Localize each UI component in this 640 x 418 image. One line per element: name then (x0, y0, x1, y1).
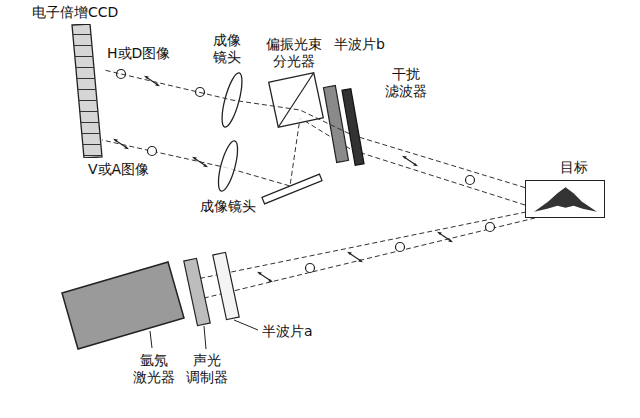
node-heading: 目标 (560, 159, 588, 176)
laser-beam (192, 212, 526, 280)
part-label-text: H或D图像 (107, 45, 170, 61)
ccd-body (72, 24, 102, 158)
part-label: 氩氖 激光器 (131, 352, 177, 386)
part-label-text: 干扰 滤波器 (385, 66, 427, 99)
part-label: H或D图像 (107, 45, 170, 62)
part-label-text: 成像 镜头 (213, 32, 241, 65)
leader-line (234, 320, 258, 330)
polarization-symbol (347, 252, 363, 263)
part-label: V或A图像 (88, 161, 149, 178)
target-silhouette (534, 187, 597, 212)
splitter-cube (269, 73, 324, 128)
part-label-text: 半波片b (334, 36, 385, 52)
modulator-plate (184, 258, 210, 325)
part-label-text: 声光 调制器 (186, 352, 228, 385)
part-label: 声光 调制器 (184, 352, 230, 386)
part-label-text: 成像镜头 (200, 198, 256, 214)
polarization-symbol (402, 156, 418, 167)
beam-splitter (269, 73, 324, 128)
polarization-symbol (148, 147, 157, 156)
part-label: 半波片a (262, 323, 313, 340)
mirror (262, 174, 322, 204)
node-heading: 电子倍增CCD (32, 4, 118, 21)
ccd-sensor: 电子倍增CCD (62, 24, 104, 158)
return-beam (102, 118, 525, 205)
part-label: 成像镜头 (200, 198, 256, 215)
target-box: 目标 (525, 180, 605, 218)
imaging-lens (215, 139, 242, 193)
laser-body (62, 262, 184, 349)
splitter-diagonal (269, 73, 324, 128)
node-label: 电子倍增CCD (32, 4, 118, 20)
polarization-symbol (437, 232, 453, 243)
polarization-symbol (257, 272, 273, 283)
polarization-symbol (144, 76, 160, 87)
polarization-symbol (306, 264, 315, 273)
beam-connector (104, 70, 525, 188)
polarization-symbol (192, 157, 208, 168)
polarization-symbol (466, 176, 475, 185)
ccd-bar (62, 24, 104, 158)
polarization-symbol (113, 139, 129, 150)
part-label: 半波片b (334, 36, 385, 53)
part-label-text: 偏振光束 分光器 (266, 36, 322, 69)
half-wave-plate (213, 252, 239, 319)
target-shape (526, 181, 604, 217)
part-label-text: V或A图像 (88, 161, 149, 177)
part-label-text: 氩氖 激光器 (133, 352, 175, 385)
node-label: 目标 (560, 159, 588, 175)
ccd-pixels (72, 24, 102, 158)
polarization-symbol (486, 223, 495, 232)
part-label-text: 半波片a (262, 323, 313, 339)
interference-filter (342, 89, 364, 165)
leader-line (150, 331, 152, 348)
laser-beam (196, 218, 535, 300)
part-label: 成像 镜头 (211, 32, 243, 66)
polarization-symbol (117, 70, 126, 79)
polarization-symbol (396, 243, 405, 252)
part-label: 偏振光束 分光器 (263, 36, 325, 70)
leader-line (204, 326, 206, 349)
part-label: 干扰 滤波器 (383, 66, 429, 100)
